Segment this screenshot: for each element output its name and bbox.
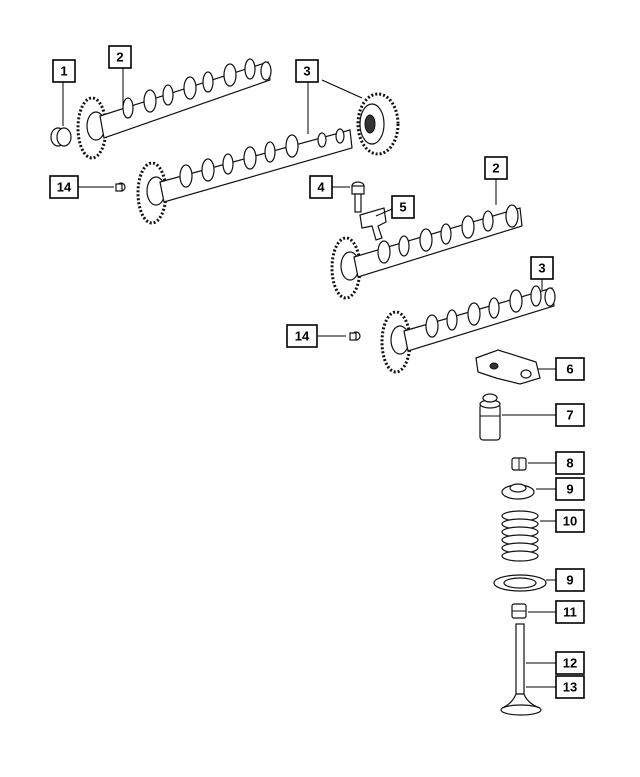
callout-4-label: 4 xyxy=(317,180,325,195)
callout-9-upper-label: 9 xyxy=(566,482,573,497)
part-1-cap xyxy=(50,127,72,147)
callout-8-label: 8 xyxy=(566,456,573,471)
part-9-retainer xyxy=(501,483,535,500)
callout-8: 8 xyxy=(555,451,585,475)
callout-13: 13 xyxy=(555,675,585,699)
callout-14-upper-label: 14 xyxy=(57,180,72,195)
callout-3-upper-label: 3 xyxy=(303,64,310,79)
callout-1-label: 1 xyxy=(60,64,67,79)
callout-2-upper: 2 xyxy=(108,45,132,69)
part-11-valve-seal xyxy=(511,603,527,619)
callout-5: 5 xyxy=(391,195,415,219)
callout-11-label: 11 xyxy=(563,605,577,620)
part-14-dowel-lower xyxy=(349,331,361,341)
callout-2-lower: 2 xyxy=(484,156,508,180)
callout-6: 6 xyxy=(555,357,585,381)
callout-10-label: 10 xyxy=(563,514,577,529)
callout-4: 4 xyxy=(309,175,333,199)
camshaft-upper-left xyxy=(76,58,272,160)
cam-phaser-sprocket xyxy=(356,92,400,156)
callout-3-upper: 3 xyxy=(295,59,319,83)
callout-9-upper: 9 xyxy=(555,477,585,501)
callout-7-label: 7 xyxy=(566,408,573,423)
callout-9-lower-label: 9 xyxy=(566,573,573,588)
callout-10: 10 xyxy=(555,509,585,533)
part-4-bolt xyxy=(351,181,365,213)
callout-14-lower-label: 14 xyxy=(295,329,310,344)
callout-5-label: 5 xyxy=(399,200,406,215)
part-14-dowel-upper xyxy=(115,182,126,192)
callout-3-lower-label: 3 xyxy=(538,261,545,276)
callout-12: 12 xyxy=(555,651,585,675)
callout-11: 11 xyxy=(555,600,585,624)
callout-1: 1 xyxy=(52,59,76,83)
callout-2-upper-label: 2 xyxy=(116,50,123,65)
callout-3-lower: 3 xyxy=(530,256,554,280)
camshaft-lower-left xyxy=(136,128,353,225)
part-10-valve-spring xyxy=(501,510,539,562)
part-9-spring-seat xyxy=(493,574,547,592)
camshaft-right-lower xyxy=(380,285,556,374)
callout-6-label: 6 xyxy=(566,362,573,377)
part-6-rocker-arm xyxy=(475,349,541,385)
callout-13-label: 13 xyxy=(563,680,577,695)
part-12-13-valve xyxy=(500,623,542,716)
callout-12-label: 12 xyxy=(563,656,577,671)
callout-7: 7 xyxy=(555,403,585,427)
camshaft-right-upper xyxy=(330,204,523,300)
callout-2-lower-label: 2 xyxy=(492,161,499,176)
part-7-lash-adjuster xyxy=(479,393,501,441)
part-8-keeper xyxy=(511,457,527,471)
callout-14-lower: 14 xyxy=(286,324,318,348)
callout-9-lower: 9 xyxy=(555,568,585,592)
callout-14-upper: 14 xyxy=(49,175,79,199)
